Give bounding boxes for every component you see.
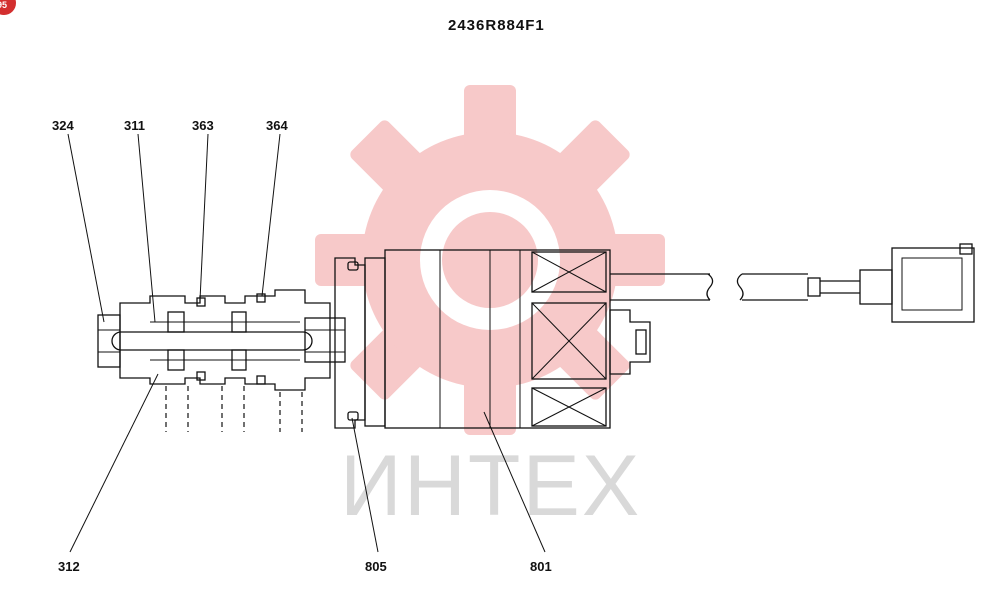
callout-805: 805: [365, 559, 387, 574]
solenoid-body: [334, 249, 651, 429]
callout-324: 324: [52, 118, 74, 133]
callout-364: 364: [266, 118, 288, 133]
callout-363: 363: [192, 118, 214, 133]
callout-312: 312: [58, 559, 80, 574]
corner-badge: 95: [0, 0, 16, 15]
callout-801: 801: [530, 559, 552, 574]
corner-badge-text: 95: [0, 0, 7, 10]
diagram-title: 2436R884F1: [448, 17, 545, 34]
valve-body: [97, 289, 346, 432]
watermark-text: ИНТЕХ: [340, 438, 641, 534]
callout-leaders: [67, 133, 546, 553]
cable-connector: [610, 243, 975, 323]
callout-311: 311: [124, 118, 145, 133]
